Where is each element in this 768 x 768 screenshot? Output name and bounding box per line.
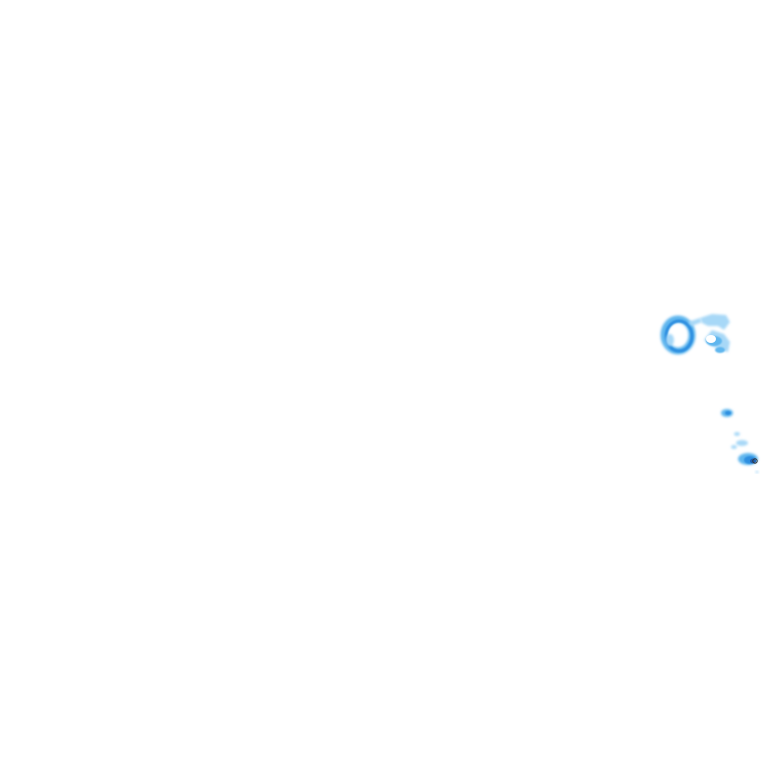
echo-ring-cell xyxy=(660,315,696,355)
location-marker-icon[interactable] xyxy=(752,458,758,464)
echo-trail-cell xyxy=(731,432,748,449)
echo-core-cell-south xyxy=(738,453,759,473)
echo-broken-cell xyxy=(688,314,730,353)
echo-small-cell-north xyxy=(721,409,733,417)
